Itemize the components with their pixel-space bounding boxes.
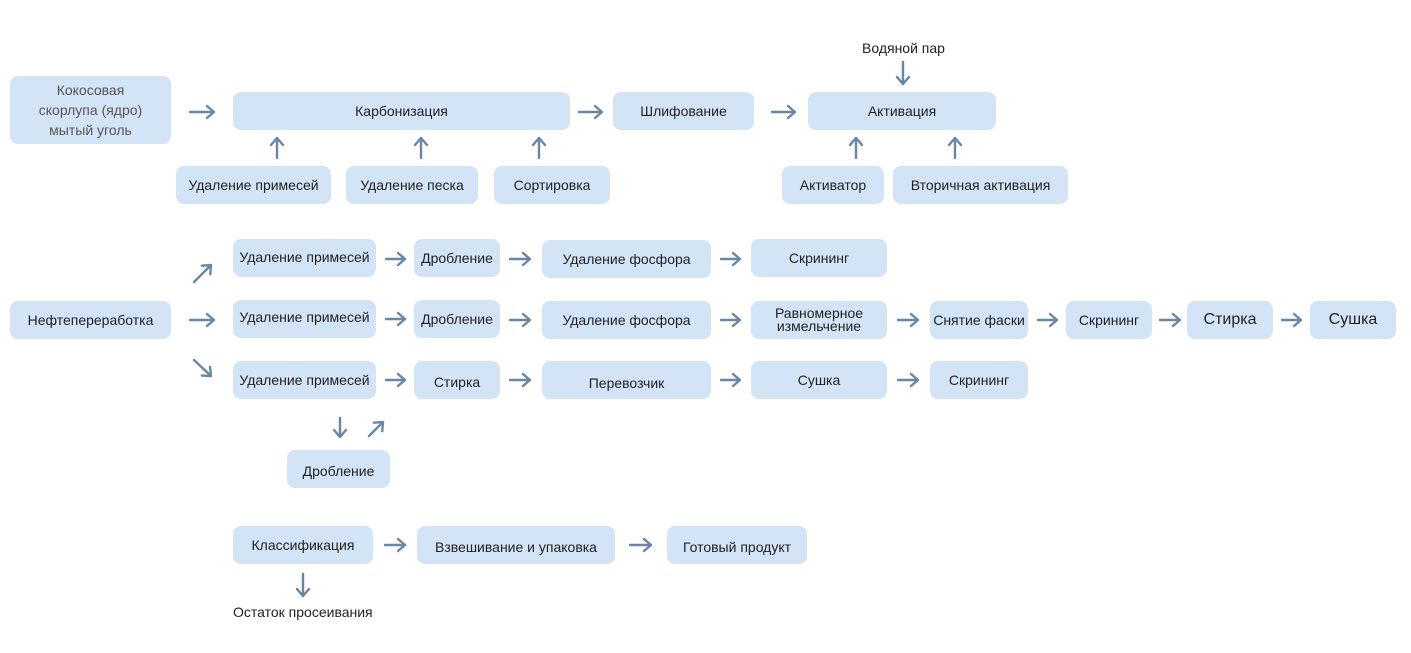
arrow-steam-to-activation	[895, 60, 911, 86]
node-activator: Активатор	[782, 166, 884, 204]
node-mid-screening: Скрининг	[1066, 301, 1152, 339]
node-mid-phosphorus-removal: Удаление фосфора	[542, 301, 711, 339]
arrow-mid-4	[896, 312, 920, 328]
node-sand-removal: Удаление песка	[346, 166, 478, 204]
node-bot-screening: Скрининг	[930, 361, 1028, 399]
node-finished-product: Готовый продукт	[667, 526, 807, 564]
arrow-top-1	[384, 251, 407, 267]
node-secondary-activation: Вторичная активация	[893, 166, 1068, 204]
node-carbonization: Карбонизация	[233, 92, 570, 130]
arrow-secondary-to-activation	[947, 136, 963, 160]
node-grinding: Шлифование	[613, 92, 754, 130]
node-classification: Классификация	[233, 526, 373, 564]
arrow-carbonization-to-grinding	[577, 104, 604, 120]
arrow-impurity-down-to-crushing	[332, 416, 348, 439]
arrow-mid-5	[1036, 312, 1059, 328]
node-bot-washing: Стирка	[414, 361, 500, 399]
node-mid-drying: Сушка	[1310, 301, 1396, 339]
node-bot-drying: Сушка	[751, 361, 887, 399]
label-screening-residue: Остаток просеивания	[233, 604, 373, 620]
arrow-crushing-up	[367, 420, 385, 438]
node-top-crushing: Дробление	[414, 239, 500, 277]
node-mid-chamfering: Снятие фаски	[930, 301, 1028, 339]
arrow-classification-to-weighing	[383, 537, 407, 553]
node-mid-impurity-removal: Удаление примесей	[233, 300, 376, 338]
arrow-grinding-to-activation	[770, 104, 797, 120]
node-mid-washing: Стирка	[1187, 301, 1273, 339]
arrow-weighing-to-product	[628, 537, 653, 553]
node-top-screening: Скрининг	[751, 239, 887, 277]
arrow-classification-to-residue	[295, 572, 311, 598]
arrow-mid-7	[1280, 312, 1303, 328]
node-top-phosphorus-removal: Удаление фосфора	[542, 240, 711, 278]
arrow-impurity-to-carbonization	[269, 136, 285, 160]
node-sorting: Сортировка	[494, 166, 610, 204]
arrow-sorting-to-carbonization	[531, 136, 547, 160]
label-steam: Водяной пар	[862, 40, 945, 56]
arrow-top-3	[719, 251, 742, 267]
arrow-source-to-carbonization	[188, 104, 216, 120]
node-mid-uniform-milling: Равномерное измельчение	[751, 301, 887, 339]
node-coconut-source: Кокосовая скорлупа (ядро) мытый уголь	[10, 76, 171, 144]
node-weighing-packing: Взвешивание и упаковка	[417, 526, 615, 564]
node-mid-crushing: Дробление	[414, 300, 500, 338]
arrow-mid-3	[719, 312, 742, 328]
arrow-petroleum-to-top	[192, 263, 213, 284]
node-top-impurity-removal: Удаление примесей	[233, 239, 376, 277]
arrow-activator-to-activation	[848, 136, 864, 160]
arrow-bot-2	[508, 372, 532, 388]
arrow-mid-6	[1158, 312, 1182, 328]
arrow-petroleum-to-bottom	[192, 358, 213, 378]
arrow-top-2	[508, 251, 532, 267]
node-bot-carrier: Перевозчик	[542, 361, 711, 399]
arrow-bot-1	[384, 372, 407, 388]
arrow-mid-2	[508, 312, 532, 328]
arrow-petroleum-to-middle	[188, 312, 216, 328]
node-activation: Активация	[808, 92, 996, 130]
node-crushing-branch: Дробление	[287, 450, 390, 488]
node-impurity-removal-1: Удаление примесей	[176, 166, 331, 204]
arrow-sand-to-carbonization	[413, 136, 429, 160]
node-petroleum-source: Нефтепереработка	[10, 301, 171, 339]
arrow-bot-4	[896, 372, 920, 388]
node-bot-impurity-removal: Удаление примесей	[233, 361, 376, 399]
arrow-mid-1	[384, 311, 407, 327]
arrow-bot-3	[719, 372, 742, 388]
